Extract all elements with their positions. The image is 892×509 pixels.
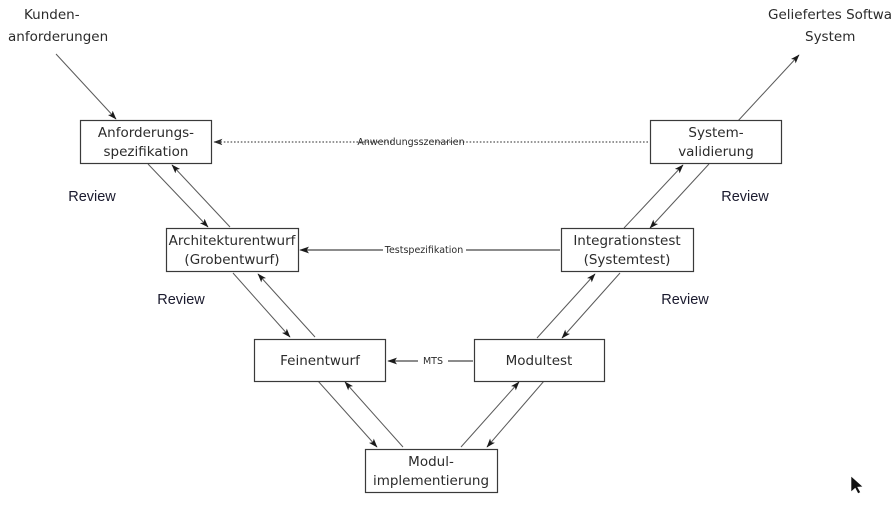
modulimplementierung-line1: Modul- [408, 454, 454, 470]
kundenanforderungen-line2: anforderungen [8, 29, 108, 45]
mouse-pointer-icon [850, 475, 864, 495]
geliefertes-system-label-group: Geliefertes Software System [768, 7, 892, 45]
box-architekturentwurf[interactable]: Architekturentwurf (Grobentwurf) [165, 227, 300, 273]
feinentwurf-rect[interactable] [253, 338, 387, 383]
anforderungsspezifikation-line2: spezifikation [104, 144, 189, 160]
arrow-architektur-review-up [171, 164, 231, 228]
arrow-integrationstest-review-down [561, 272, 621, 339]
systemvalidierung-rect[interactable] [649, 119, 783, 165]
arrow-feinentwurf-to-implementierung [317, 380, 378, 448]
anforderungsspezifikation-line1: Anforderungs- [98, 125, 194, 141]
review-label-left-upper: Review [68, 189, 116, 205]
testspezifikation-label: Testspezifikation [384, 245, 464, 256]
arrow-implementierung-to-modultest [460, 381, 520, 448]
systemvalidierung-line1: System- [688, 125, 743, 141]
mts-label: MTS [423, 356, 443, 367]
architekturentwurf-line1: Architekturentwurf [169, 233, 297, 249]
box-feinentwurf[interactable]: Feinentwurf [253, 338, 387, 383]
arrow-feinentwurf-review-up [257, 273, 316, 338]
geliefertes-system-line2: System [805, 29, 855, 45]
arrow-modultest-down-to-implementierung [486, 380, 545, 448]
modultest-rect[interactable] [473, 338, 606, 383]
integrationstest-rect[interactable] [560, 227, 695, 273]
integrationstest-line2: (Systemtest) [584, 252, 671, 268]
box-integrationstest[interactable]: Integrationstest (Systemtest) [560, 227, 695, 273]
box-anforderungsspezifikation[interactable]: Anforderungs- spezifikation [79, 119, 213, 165]
anforderungsspezifikation-rect[interactable] [79, 119, 213, 165]
systemvalidierung-line2: validierung [678, 144, 754, 160]
architekturentwurf-line2: (Grobentwurf) [184, 252, 279, 268]
external-output-arrow-group [736, 54, 800, 123]
review-label-right-upper: Review [721, 189, 769, 205]
box-systemvalidierung[interactable]: System- validierung [649, 119, 783, 165]
arrow-architektur-to-feinentwurf [232, 272, 291, 338]
modultest-line1: Modultest [506, 353, 573, 369]
kundenanforderungen-line1: Kunden- [24, 7, 80, 23]
box-modultest[interactable]: Modultest [473, 338, 606, 383]
architekturentwurf-rect[interactable] [165, 227, 300, 273]
modulimplementierung-rect[interactable] [364, 448, 499, 494]
link-anwendungsszenarien: Anwendungsszenarien [213, 137, 648, 148]
external-input-arrow-group [55, 53, 117, 120]
kundenanforderungen-arrow [55, 53, 117, 120]
integrationstest-line1: Integrationstest [573, 233, 680, 249]
geliefertes-system-arrow [736, 54, 800, 123]
link-testspezifikation: Testspezifikation [299, 245, 560, 256]
kundenanforderungen-label-group: Kunden- anforderungen [8, 7, 108, 45]
geliefertes-system-line1: Geliefertes Software [768, 7, 892, 23]
feinentwurf-line1: Feinentwurf [280, 353, 361, 369]
arrow-modultest-to-integrationstest [536, 273, 596, 339]
arrow-implementierung-to-feinentwurf [344, 381, 404, 448]
modulimplementierung-line2: implementierung [373, 473, 489, 489]
arrow-systemvalidierung-review-down [649, 163, 710, 229]
arrow-integrationstest-to-systemvalidierung [623, 164, 684, 229]
anwendungsszenarien-label: Anwendungsszenarien [357, 137, 464, 148]
link-mts: MTS [387, 356, 473, 367]
review-label-right-lower: Review [661, 292, 709, 308]
arrow-anforderung-to-architektur [147, 163, 209, 228]
review-label-left-lower: Review [157, 292, 205, 308]
box-modulimplementierung[interactable]: Modul- implementierung [364, 448, 499, 494]
